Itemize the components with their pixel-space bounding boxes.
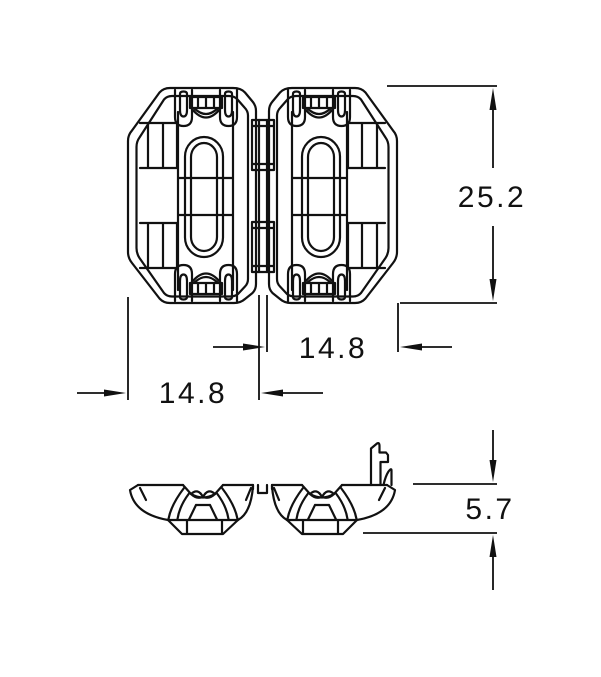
notch-pedestal — [187, 503, 219, 521]
hinge — [250, 118, 276, 274]
arrowhead-down — [489, 460, 497, 482]
bottom-latch-clip — [173, 263, 239, 303]
mounting-foot — [166, 518, 240, 536]
side-tab-lower — [138, 221, 179, 270]
shell-outer-profile — [128, 483, 255, 522]
top-latch-clip — [173, 88, 239, 128]
arrowhead-left — [261, 389, 283, 397]
side-hinge-connector — [251, 483, 274, 495]
dimension-overall-height: 25.2 — [387, 85, 526, 304]
side-view-left-half — [128, 483, 255, 536]
dimension-label-overall-height: 25.2 — [458, 181, 526, 214]
arrowhead-up — [489, 535, 497, 557]
shell-end-edges — [138, 486, 253, 502]
arrowhead-down — [489, 279, 497, 301]
latch-hook — [369, 442, 393, 487]
dimension-label-left-half-width: 14.8 — [159, 377, 227, 410]
arrowhead-up — [489, 88, 497, 110]
front-view-left-half — [126, 86, 258, 305]
dimension-side-profile-height: 5.7 — [363, 430, 514, 590]
inner-shell-outline — [135, 94, 250, 298]
dimension-label-right-half-width: 14.8 — [299, 332, 367, 365]
front-view — [126, 86, 399, 305]
dimension-right-half-width: 14.8 — [213, 295, 452, 365]
cable-slot-outer — [183, 135, 225, 259]
side-view — [128, 442, 397, 536]
front-view-right-half — [267, 86, 399, 305]
ferrite-plate-edges — [176, 110, 235, 292]
side-view-right-half — [270, 483, 397, 536]
inner-wall-arcs — [167, 486, 239, 521]
dimension-label-side-profile-height: 5.7 — [465, 493, 514, 526]
arrowhead-right — [243, 343, 265, 351]
dimension-left-half-width: 14.8 — [77, 295, 323, 410]
arrowhead-right — [104, 389, 126, 397]
side-tab-upper — [138, 121, 179, 170]
outer-shell-outline — [126, 86, 258, 305]
cable-slot-inner — [189, 141, 219, 253]
grip-teeth — [189, 490, 217, 499]
arrowhead-left — [400, 343, 422, 351]
